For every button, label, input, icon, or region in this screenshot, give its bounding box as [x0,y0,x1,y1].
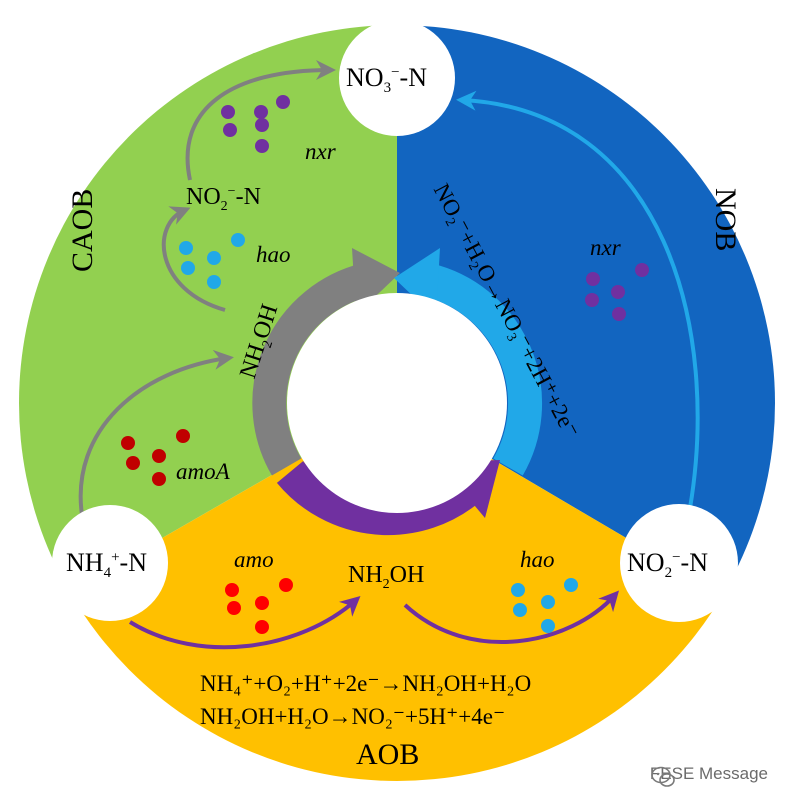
ammonium-label: NH4+-N [66,548,147,582]
cycle-cyan-segment [423,263,543,476]
nh2oh-aob-label: NH2OH [348,562,425,592]
aob-equation-2: NH₂OH+H₂O→NO₂⁻+5H⁺+4e⁻ [200,704,506,729]
aob-sector [19,403,775,781]
nitrate-label: NO3−-N [346,63,427,97]
nitrate-node [339,20,455,136]
amoA-label: amoA [176,459,230,484]
wechat-icon [651,766,675,787]
hao-dots-aob [511,578,578,633]
arrow-nh2oh-to-no2-aob [403,590,620,644]
arrow-nh4-to-nh2oh-caob [78,349,234,516]
hao-dots-caob [179,233,245,289]
arrow-no2-to-no3-nob [456,90,700,509]
amoA-dots [121,429,190,486]
nxr-dots-nob [585,263,649,321]
cycle-purple-segment [276,460,481,536]
aob-equation-1: NH₄⁺+O₂+H⁺+2e⁻→NH₂OH+H₂O [200,671,532,696]
hao-caob-label: hao [256,242,291,267]
nxr-caob-label: nxr [305,139,336,164]
nxr-dots-caob [221,95,290,153]
amo-dots-aob [225,578,293,634]
hao-aob-label: hao [520,547,555,572]
amo-aob-label: amo [234,547,274,572]
aob-label: AOB [356,738,420,771]
cycle-gray-segment [252,263,370,476]
center-hub [287,293,507,513]
nxr-nob-label: nxr [590,235,621,260]
nitrite-node-right [620,504,738,622]
ammonium-node [52,505,168,621]
watermark: FESE Message [649,764,768,787]
nitrite-caob-label: NO2−-N [186,184,261,214]
nob-label: NOB [709,188,742,252]
watermark-text: FESE Message [649,764,768,783]
arrow-nh4-to-nh2oh-aob [128,596,361,650]
arrow-nh2oh-to-no2-caob [161,206,226,312]
caob-label: CAOB [66,188,99,272]
arrow-no2-to-no3-caob [185,60,336,181]
nitrite-right-label: NO2−-N [627,548,708,582]
